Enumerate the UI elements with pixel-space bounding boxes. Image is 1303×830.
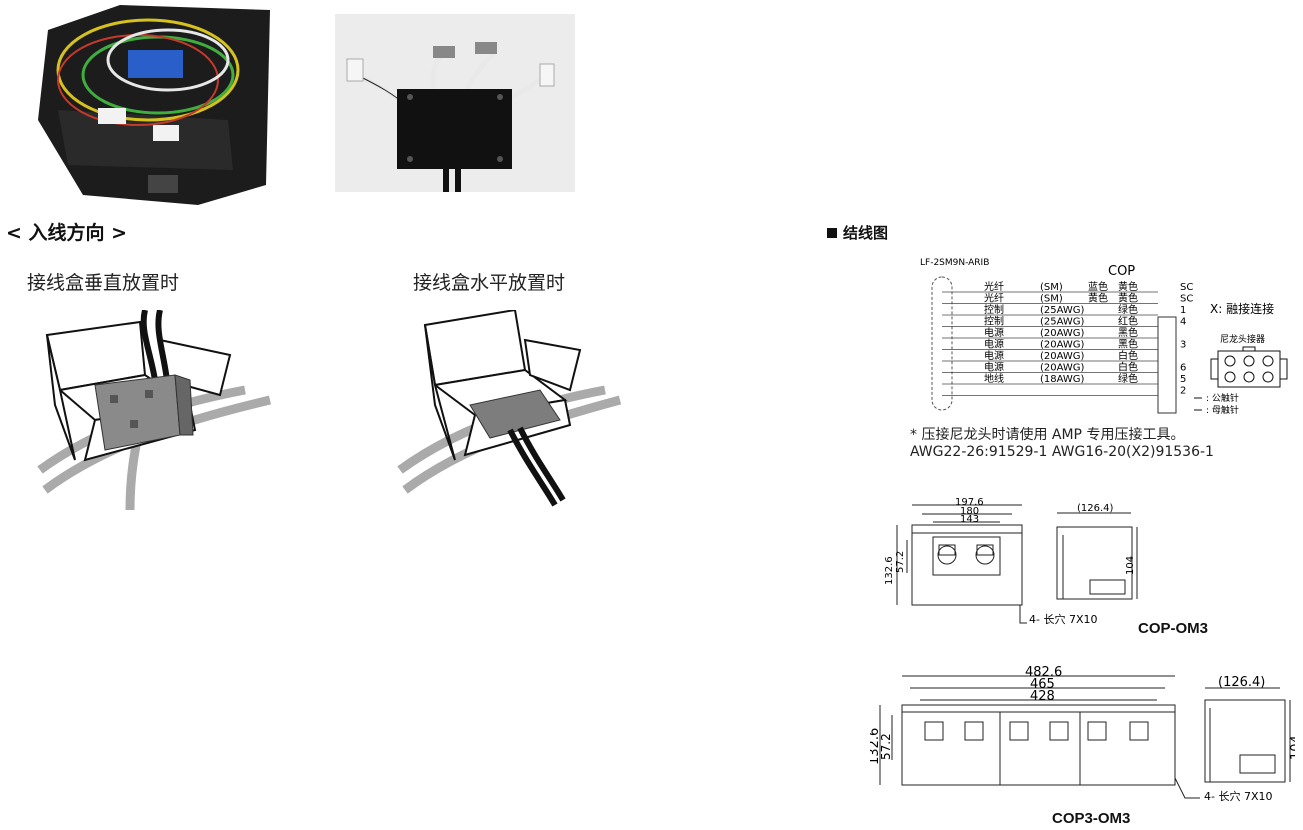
female-pin-label: : 母触针 — [1206, 404, 1239, 416]
wire-spec: (SM) — [1040, 282, 1063, 293]
wire-terminal: 3 — [1180, 340, 1186, 351]
wire-color: 黑色 — [1118, 326, 1138, 339]
heading-bullet-icon — [827, 228, 837, 238]
wire-terminal: 2 — [1180, 386, 1186, 397]
svg-text:180: 180 — [960, 506, 979, 517]
wire-row: 电源 (20AWG) 白色 6 — [942, 361, 1186, 374]
wire-spec: (20AWG) — [1040, 328, 1085, 339]
wire-name: 光纤 — [984, 292, 1004, 305]
wire-spec: (20AWG) — [1040, 363, 1085, 374]
fusion-note: X: 融接连接 — [1210, 301, 1274, 316]
crimp-note-line2: AWG22-26:91529-1 AWG16-20(X2)91536-1 — [910, 444, 1214, 460]
cop3-om3-drawing: 482.6 465 428 132.6 57.2 (126.4) 104 4- … — [870, 665, 1295, 803]
wire-color: 绿色 — [1118, 372, 1138, 385]
model-cop3-om3: COP3-OM3 — [1052, 810, 1131, 827]
wire-color: 白色 — [1118, 361, 1138, 374]
wire-row: 电源 (20AWG) 白色 — [942, 349, 1158, 362]
svg-text:428: 428 — [1030, 689, 1055, 704]
wire-color-left: 黄色 — [1088, 292, 1108, 305]
wire-row: 2 — [942, 386, 1186, 397]
wire-row: 地线 (18AWG) 绿色 5 — [942, 372, 1186, 385]
wire-name: 电源 — [984, 361, 1004, 374]
wire-color: 黄色 — [1118, 292, 1138, 305]
svg-text:197.6: 197.6 — [955, 497, 984, 508]
wire-row: 电源 (20AWG) 黑色 — [942, 326, 1158, 339]
horizontal-caption: 接线盒水平放置时 — [413, 272, 566, 294]
svg-text:143: 143 — [960, 514, 979, 525]
wire-spec: (25AWG) — [1040, 317, 1085, 328]
svg-text:104: 104 — [1125, 556, 1136, 575]
model-cop-om3: COP-OM3 — [1138, 620, 1209, 637]
wire-color: 白色 — [1118, 349, 1138, 362]
wire-name: 控制 — [984, 303, 1004, 316]
wire-name: 电源 — [984, 338, 1004, 351]
nylon-connector-icon — [1210, 346, 1288, 388]
wire-row: 控制 (25AWG) 红色 4 — [942, 315, 1186, 328]
vertical-placement-illustration — [37, 310, 272, 511]
wire-color: 红色 — [1118, 315, 1138, 328]
wire-terminal: SC — [1180, 294, 1193, 305]
wire-spec: (20AWG) — [1040, 351, 1085, 362]
section-title-entry-direction: < 入线方向 > — [6, 222, 128, 244]
wire-terminal: SC — [1180, 282, 1193, 293]
wire-spec: (20AWG) — [1040, 340, 1085, 351]
wire-name: 电源 — [984, 326, 1004, 339]
wire-terminal: 4 — [1180, 317, 1186, 328]
wire-row: 电源 (20AWG) 黑色 3 — [942, 338, 1186, 351]
wire-row: 光纤 (SM) 黄色黄色 SC — [942, 292, 1193, 305]
svg-text:(126.4): (126.4) — [1077, 503, 1114, 514]
svg-text:57.2: 57.2 — [895, 551, 906, 573]
wire-terminal: 1 — [1180, 305, 1186, 316]
cable-model-label: LF-2SM9N-ARIB — [920, 258, 989, 268]
junction-box-photo — [38, 0, 276, 205]
svg-text:(126.4): (126.4) — [1218, 675, 1265, 690]
wire-name: 地线 — [984, 372, 1004, 385]
svg-text:57.2: 57.2 — [879, 733, 893, 760]
wire-name: 光纤 — [984, 280, 1004, 293]
cop-label: COP — [1108, 264, 1135, 279]
svg-text:132.6: 132.6 — [885, 556, 895, 585]
svg-text:4- 长穴 7X10: 4- 长穴 7X10 — [1204, 789, 1273, 803]
wiring-heading: 结线图 — [843, 224, 889, 242]
svg-text:4- 长穴 7X10: 4- 长穴 7X10 — [1029, 612, 1098, 626]
crimp-note-line1: * 压接尼龙头时请使用 AMP 专用压接工具。 — [910, 427, 1185, 443]
nylon-connector-label: 尼龙头接器 — [1220, 333, 1265, 345]
male-pin-label: : 公触针 — [1206, 392, 1239, 404]
wire-terminal: 5 — [1180, 374, 1186, 385]
svg-text:132.6: 132.6 — [870, 728, 882, 765]
wire-terminal: 6 — [1180, 363, 1186, 374]
wire-spec: (18AWG) — [1040, 374, 1085, 385]
wire-spec: (SM) — [1040, 294, 1063, 305]
wire-row: 控制 (25AWG) 绿色 1 — [942, 303, 1186, 316]
horizontal-placement-illustration — [397, 310, 622, 507]
wire-color: 黄色 — [1118, 280, 1138, 293]
wire-color: 绿色 — [1118, 303, 1138, 316]
svg-text:482.6: 482.6 — [1025, 665, 1062, 680]
wire-spec: (25AWG) — [1040, 305, 1085, 316]
wire-name: 电源 — [984, 349, 1004, 362]
svg-text:104: 104 — [1289, 735, 1295, 760]
vertical-caption: 接线盒垂直放置时 — [27, 272, 180, 294]
wire-row: 光纤 (SM) 蓝色黄色 SC — [942, 280, 1193, 293]
cop-om3-drawing: 197.6 180 143 132.6 57.2 (126.4) 104 4- … — [885, 497, 1138, 626]
wire-name: 控制 — [984, 315, 1004, 328]
wire-color: 黑色 — [1118, 338, 1138, 351]
connector-box-photo — [335, 14, 575, 192]
wire-color-left: 蓝色 — [1088, 280, 1108, 293]
wiring-diagram: LF-2SM9N-ARIB COP 光纤 (SM) 蓝色黄色 SC 光纤 (SM) 黄色黄色… — [920, 258, 1288, 416]
svg-text:465: 465 — [1030, 677, 1055, 692]
